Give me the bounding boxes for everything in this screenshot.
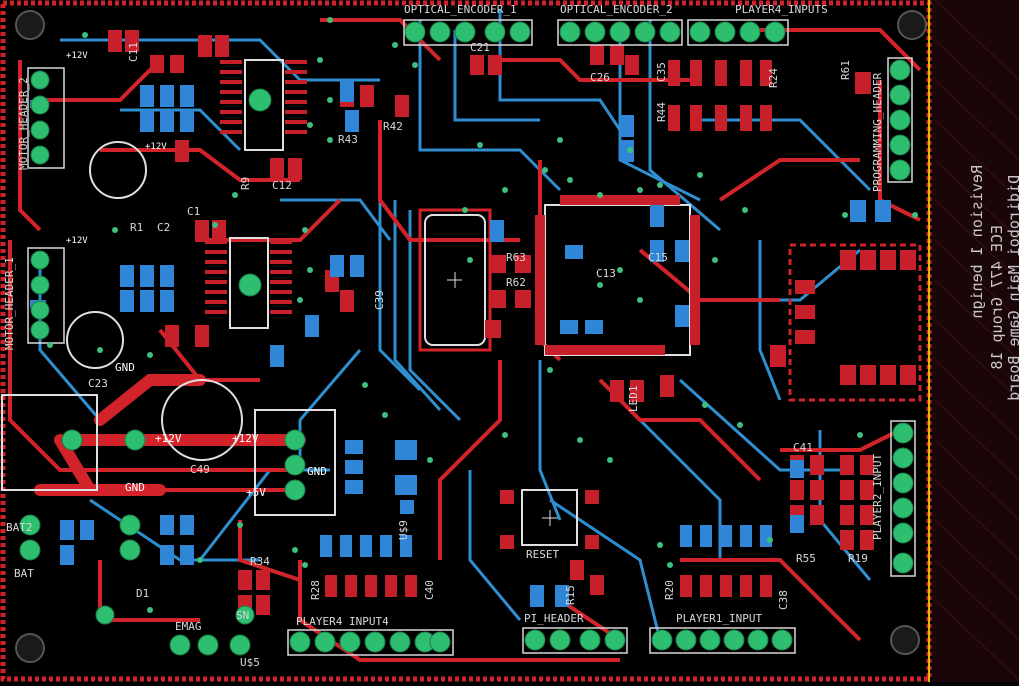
net-label-12v-4: +12V bbox=[155, 432, 182, 445]
ref-c15: C15 bbox=[648, 251, 668, 264]
ref-r42: R42 bbox=[383, 120, 403, 133]
bottom-smd-pads bbox=[30, 80, 891, 607]
ref-r15: R15 bbox=[564, 585, 577, 605]
label-player2-input: PLAYER2_INPUT bbox=[871, 453, 884, 540]
crystal-outline bbox=[424, 214, 486, 346]
ref-c2: C2 bbox=[157, 221, 171, 234]
ref-c23: C23 bbox=[88, 377, 108, 390]
mounting-holes bbox=[15, 10, 927, 663]
net-label-12v-3: +12V bbox=[66, 236, 88, 246]
ref-c13: C13 bbox=[596, 267, 616, 280]
net-label-12v-1: +12V bbox=[66, 51, 88, 61]
label-us9: U$9 bbox=[397, 520, 410, 540]
ref-c38: C38 bbox=[777, 590, 790, 610]
ref-c41: C41 bbox=[793, 441, 813, 454]
power-traces bbox=[34, 374, 306, 496]
label-programming-header: PROGRAMMING_HEADER bbox=[871, 72, 884, 192]
label-emag: EMAG bbox=[175, 620, 202, 633]
wifi-module bbox=[788, 243, 922, 402]
through-hole-pads bbox=[19, 21, 914, 656]
vias bbox=[47, 17, 918, 613]
ref-r24: R24 bbox=[767, 68, 780, 88]
label-reset: RESET bbox=[526, 548, 560, 561]
label-optical-encoder-1: OPTICAL_ENCODER_1 bbox=[404, 3, 517, 16]
electrolytic-capacitors bbox=[66, 141, 243, 461]
net-label-12v-5: +12V bbox=[232, 432, 259, 445]
label-bat: BAT bbox=[14, 567, 34, 580]
ref-r61: R61 bbox=[839, 60, 852, 80]
label-pi-header: PI_HEADER bbox=[524, 612, 584, 625]
ref-c40: C40 bbox=[423, 580, 436, 600]
label-motor-header-1: MOTOR_HEADER_1 bbox=[3, 257, 16, 350]
panel-title-line1: Didiroboi Main Game Board bbox=[1005, 175, 1019, 401]
panel-title-line2: Revision 1 benign bbox=[968, 165, 986, 319]
ref-c12: C12 bbox=[272, 179, 292, 192]
ref-r34: R34 bbox=[250, 555, 270, 568]
regulator-outline bbox=[254, 409, 336, 516]
ref-c49: C49 bbox=[190, 463, 210, 476]
label-player1-input: PLAYER1_INPUT bbox=[676, 612, 763, 625]
ref-r62: R62 bbox=[506, 276, 526, 289]
ref-led1: LED1 bbox=[627, 385, 640, 413]
label-optical-encoder-2: OPTICAL_ENCODER_2 bbox=[560, 3, 673, 16]
net-label-gnd-1: GND bbox=[115, 361, 135, 374]
ref-c39: C39 bbox=[373, 290, 386, 310]
top-smd-pads bbox=[108, 30, 916, 615]
ref-r20: R20 bbox=[663, 580, 676, 600]
net-label-5v: +5V bbox=[246, 486, 266, 499]
ref-r63: R63 bbox=[506, 251, 526, 264]
header-outlines bbox=[27, 19, 916, 656]
panel-title-line3: ECE 477 Group 18 bbox=[988, 225, 1006, 370]
ref-c1: C1 bbox=[187, 205, 201, 218]
ref-d1: D1 bbox=[136, 587, 150, 600]
ref-r19: R19 bbox=[848, 552, 868, 565]
label-bat2: BAT2 bbox=[6, 521, 33, 534]
net-label-12v-2: +12V bbox=[145, 142, 167, 152]
driver-chip-top bbox=[244, 59, 284, 151]
ref-r55: R55 bbox=[796, 552, 816, 565]
ref-r9: R9 bbox=[239, 176, 252, 190]
net-label-gnd-2: GND bbox=[125, 481, 145, 494]
ref-r43: R43 bbox=[338, 133, 358, 146]
right-panel bbox=[932, 0, 1019, 682]
label-us5: U$5 bbox=[240, 656, 260, 669]
driver-chip-bottom bbox=[229, 237, 269, 329]
reset-button-outline bbox=[521, 489, 578, 546]
ref-c35: C35 bbox=[655, 62, 668, 82]
label-motor-header-2: MOTOR_HEADER_2 bbox=[17, 77, 30, 170]
ref-c11: C11 bbox=[127, 42, 140, 62]
net-label-gnd-3: GND bbox=[307, 465, 327, 478]
label-player4-input4: PLAYER4 INPUT4 bbox=[296, 615, 389, 628]
ref-r44: R44 bbox=[655, 102, 668, 122]
ref-c21: C21 bbox=[470, 41, 490, 54]
ref-r28: R28 bbox=[309, 580, 322, 600]
ref-r1: R1 bbox=[130, 221, 144, 234]
label-player4-inputs-top: PLAYER4_INPUTS bbox=[735, 3, 828, 16]
ref-c26: C26 bbox=[590, 71, 610, 84]
ref-sn: SN bbox=[236, 609, 250, 622]
